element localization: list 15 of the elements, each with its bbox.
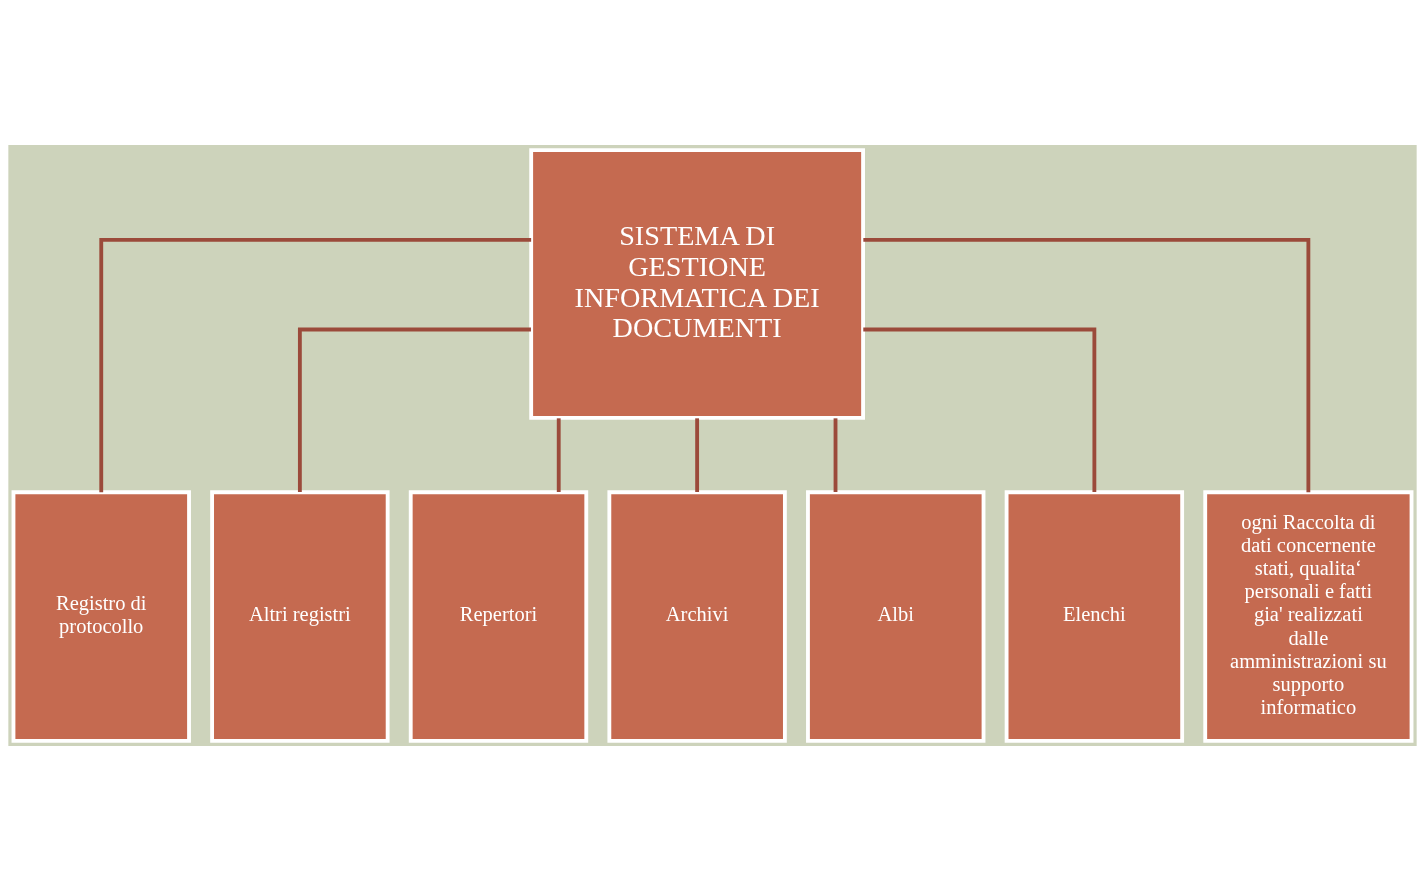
connector (695, 418, 700, 492)
node-box: Albi (806, 490, 986, 743)
node-box: Altri registri (210, 490, 390, 743)
connector (833, 418, 838, 492)
node-box: Archivi (607, 490, 787, 743)
node-box: ogni Raccolta di dati concernente stati, qualita‘ personali e fatti gia' realizzati dalle amministrazioni su supporto informatico (1203, 490, 1414, 743)
node-box: Registro di protocollo (11, 490, 191, 743)
connector (99, 237, 532, 493)
connector (863, 327, 1097, 492)
node-box: Repertori (408, 490, 589, 743)
node-box: SISTEMA DI GESTIONE INFORMATICA DEI DOCUMENTI (529, 148, 865, 420)
node-box: Elenchi (1004, 490, 1185, 743)
connector (556, 418, 561, 492)
connector (297, 327, 531, 492)
connector (863, 237, 1311, 493)
